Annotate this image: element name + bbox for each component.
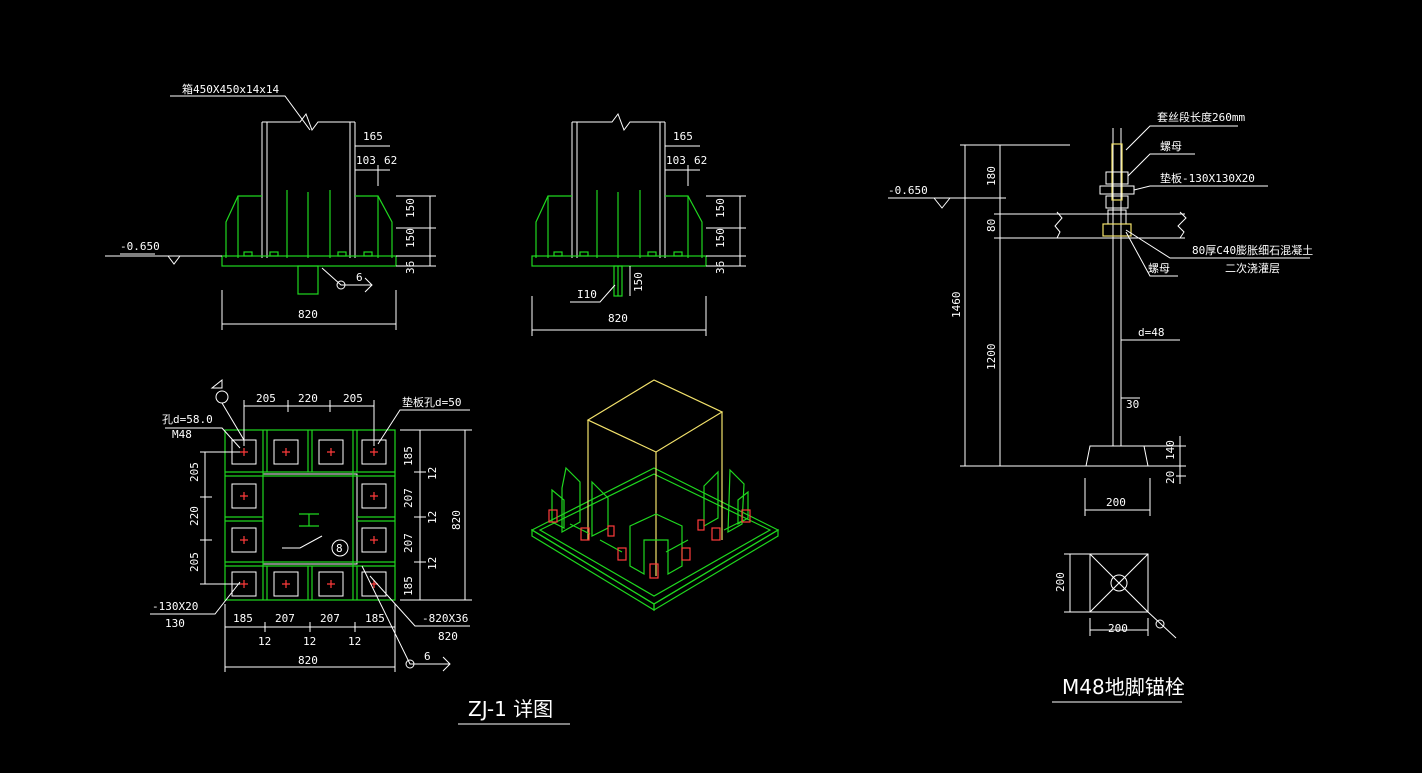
anchor-elev-label: -0.650 — [888, 184, 928, 197]
anchor-dim-30: 30 — [1126, 398, 1139, 411]
anchor-title: M48地脚锚栓 — [1062, 675, 1185, 699]
front-dim-150a: 150 — [404, 198, 417, 218]
anchor-grout-label: 80厚C40膨胀细石混凝土 — [1192, 243, 1313, 257]
anchor-dim-1460: 1460 — [950, 292, 963, 319]
detail-title-block: ZJ-1 详图 — [458, 697, 570, 725]
plan-bottom-dim-1: 185 — [233, 612, 253, 625]
plan-weld-circle: 8 — [336, 542, 343, 555]
plan-bottom-12-1: 12 — [258, 635, 271, 648]
side-dim-36: 36 — [714, 261, 727, 274]
anchor-thread-label: 套丝段长度260mm — [1157, 110, 1245, 124]
plan-right-12-2: 12 — [426, 511, 439, 524]
plan-washers — [231, 439, 387, 597]
anchor-dim-140: 140 — [1164, 440, 1177, 460]
front-elev-label: -0.650 — [120, 240, 160, 253]
anchor-nut-label: 螺母 — [1160, 140, 1182, 153]
plan-right-12-1: 12 — [426, 467, 439, 480]
plan-right-12-3: 12 — [426, 557, 439, 570]
side-dim-165: 165 — [673, 130, 693, 143]
side-dim-150b: 150 — [714, 228, 727, 248]
front-elevation-view: -0.650 箱450X450x14x14 165 103 62 150 150… — [105, 82, 436, 330]
plan-bottom-12-3: 12 — [348, 635, 361, 648]
plan-weld-6: 6 — [424, 650, 431, 663]
anchor-bolt-view: 180 80 1460 1200 140 20 30 d=48 200 套丝段长… — [888, 110, 1313, 703]
side-shear-dim-150: 150 — [632, 272, 645, 292]
plan-bottom-dim-2: 207 — [275, 612, 295, 625]
front-dim-62: 62 — [384, 154, 397, 167]
plan-washer-130-label: 130 — [165, 617, 185, 630]
anchor-diameter: d=48 — [1138, 326, 1165, 339]
isometric-view — [530, 379, 780, 612]
anchor-nut2-label: 螺母 — [1148, 262, 1170, 275]
plan-bottom-total: 820 — [298, 654, 318, 667]
plan-left-dim-1: 205 — [188, 462, 201, 482]
anchor-washer-label: 垫板-130X130X20 — [1160, 171, 1255, 185]
side-shear-key-label: I10 — [577, 288, 597, 301]
anchor-dim-80: 80 — [985, 219, 998, 232]
plan-right-total: 820 — [450, 510, 463, 530]
plan-view: 8 205 220 205 205 220 205 185 207 207 18… — [150, 378, 472, 672]
plan-right-dim-1: 185 — [402, 446, 415, 466]
plan-left-dim-2: 220 — [188, 506, 201, 526]
anchor-plate-bottom-dim: 200 — [1108, 622, 1128, 635]
front-width-820: 820 — [298, 308, 318, 321]
plan-washer-hole-label: 垫板孔d=50 — [402, 395, 462, 409]
front-dim-103: 103 — [356, 154, 376, 167]
side-width-820: 820 — [608, 312, 628, 325]
plan-right-dim-4: 185 — [402, 576, 415, 596]
plan-top-dim-1: 205 — [256, 392, 276, 405]
plan-bolt-label: M48 — [172, 428, 192, 441]
plan-right-dim-3: 207 — [402, 533, 415, 553]
plan-bottom-dim-4: 185 — [365, 612, 385, 625]
side-dim-62: 62 — [694, 154, 707, 167]
iso-bolts — [548, 509, 751, 579]
plan-top-dim-2: 220 — [298, 392, 318, 405]
plan-bottom-12-2: 12 — [303, 635, 316, 648]
plan-top-dim-3: 205 — [343, 392, 363, 405]
plan-right-dim-2: 207 — [402, 488, 415, 508]
anchor-dim-180: 180 — [985, 166, 998, 186]
plan-washer-plate-label: -130X20 — [152, 600, 198, 613]
plan-bottom-dim-3: 207 — [320, 612, 340, 625]
anchor-dim-1200: 1200 — [985, 344, 998, 371]
front-dim-165: 165 — [363, 130, 383, 143]
plan-base-820-label: 820 — [438, 630, 458, 643]
anchor-grout2-label: 二次浇灌层 — [1225, 261, 1280, 275]
front-column-label: 箱450X450x14x14 — [182, 82, 279, 96]
detail-title: ZJ-1 详图 — [468, 697, 553, 721]
front-dim-150b: 150 — [404, 228, 417, 248]
front-dim-36: 36 — [404, 261, 417, 274]
anchor-plate-side-dim: 200 — [1054, 572, 1067, 592]
anchor-dim-20: 20 — [1164, 471, 1177, 484]
side-dim-103: 103 — [666, 154, 686, 167]
front-weld-6: 6 — [356, 271, 363, 284]
plan-base-plate-label: -820X36 — [422, 612, 468, 625]
plan-left-dim-3: 205 — [188, 552, 201, 572]
side-elevation-view: 165 103 62 150 150 36 I10 150 820 — [531, 112, 746, 336]
anchor-base-width: 200 — [1106, 496, 1126, 509]
plan-hole-label: 孔d=58.0 — [162, 413, 213, 426]
side-dim-150a: 150 — [714, 198, 727, 218]
